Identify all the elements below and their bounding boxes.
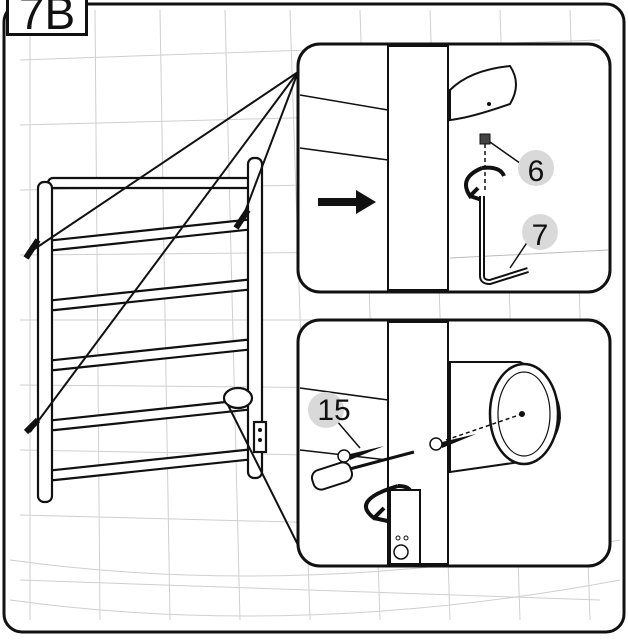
callout-6-badge [518, 150, 554, 186]
screw-icon [337, 434, 476, 463]
left-side-bar [36, 180, 54, 504]
detail-panel-bottom: 15 [296, 318, 612, 568]
bracket-top-left [23, 238, 41, 260]
callout-7-badge [522, 214, 558, 250]
bracket-bottom-right [222, 386, 254, 410]
rail-rungs [46, 176, 260, 482]
control-box [252, 420, 268, 454]
arrow-right-icon [318, 190, 376, 214]
screwdriver-icon [310, 450, 415, 491]
callout-15-number: 15 [317, 394, 350, 427]
socket-box [389, 489, 421, 565]
callout-7-number: 7 [532, 219, 549, 252]
bracket-bottom-left [23, 417, 41, 435]
detail-panel-top: 6 7 [296, 42, 612, 294]
callout-15-badge [308, 392, 344, 428]
zoom-leader-lines [29, 71, 299, 546]
callout-6-number: 6 [528, 155, 545, 188]
step-label: 7B [6, 0, 88, 39]
towel-rail [23, 156, 268, 504]
